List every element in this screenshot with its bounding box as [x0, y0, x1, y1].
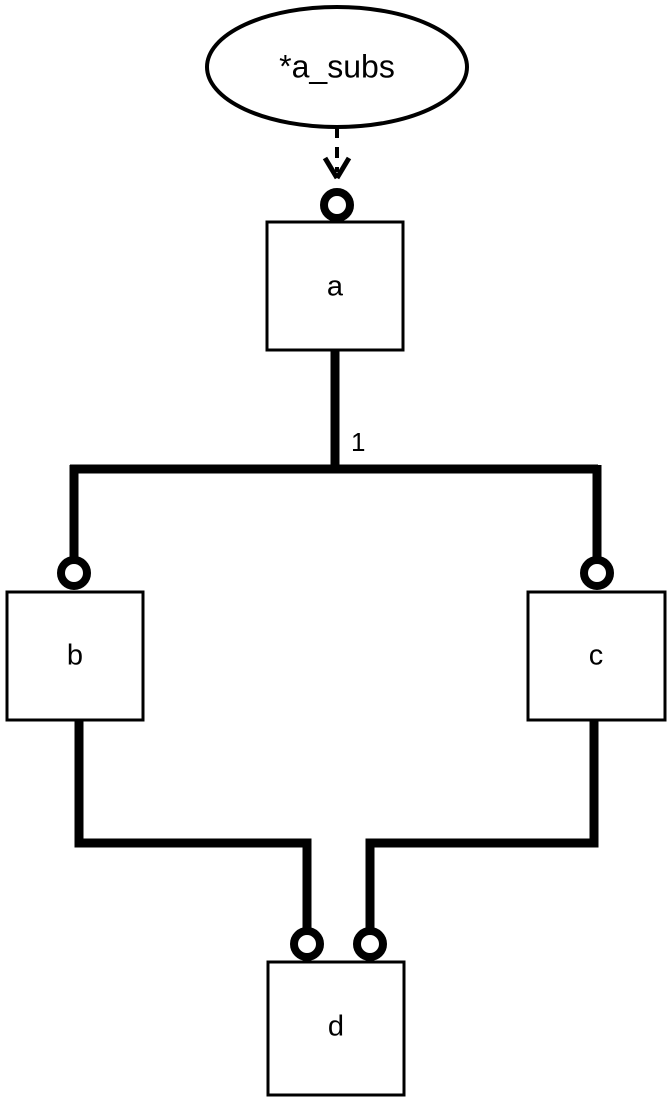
node-a-box[interactable]: [265, 220, 405, 352]
note-ellipse-label: *a_subs: [279, 48, 395, 84]
socket-circle-d-left: [290, 927, 324, 961]
node-b-label: b: [67, 640, 83, 672]
arrow-head-right-stroke: [334, 156, 352, 180]
socket-circle-d-right: [353, 927, 387, 961]
socket-circle-b: [57, 556, 91, 590]
note-link: [322, 127, 352, 180]
connection-c-to-d: [365, 720, 599, 931]
node-d[interactable]: d: [266, 960, 406, 1097]
socket-circle-a: [320, 188, 354, 222]
node-c-box[interactable]: [526, 590, 667, 722]
note-ellipse[interactable]: [205, 5, 469, 129]
node-b[interactable]: b: [5, 590, 145, 722]
connection-lines: [69, 350, 602, 931]
node-d-box[interactable]: [266, 960, 406, 1097]
arrow-head-left-stroke: [322, 156, 340, 180]
node-c-label: c: [589, 640, 604, 672]
node-d-label: d: [328, 1011, 344, 1043]
socket-circle-c: [580, 556, 614, 590]
node-a[interactable]: a: [265, 220, 405, 352]
connection-b-to-d: [74, 720, 312, 931]
note-ellipse-group[interactable]: *a_subs: [205, 5, 469, 129]
node-c[interactable]: c: [526, 590, 667, 722]
edge-label-multiplicity: 1: [351, 427, 365, 457]
node-a-label: a: [327, 271, 344, 303]
socket-connectors: [57, 188, 614, 961]
node-b-box[interactable]: [5, 590, 145, 722]
